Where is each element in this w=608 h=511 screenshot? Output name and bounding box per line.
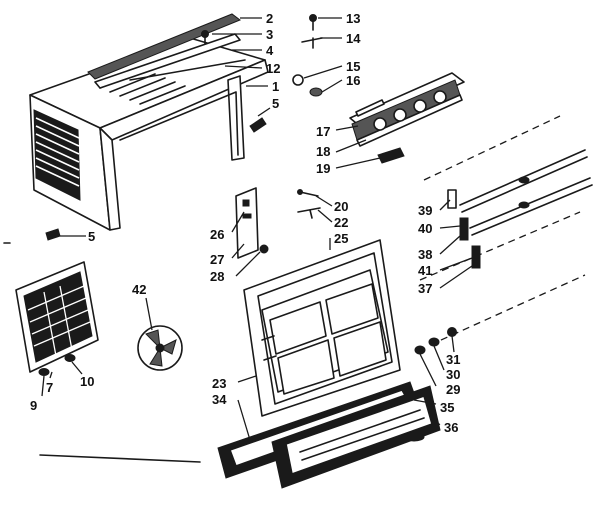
- control-panel: [349, 72, 465, 147]
- callout-29: 29: [446, 382, 460, 397]
- callout-2: 2: [266, 11, 273, 26]
- callout-12: 12: [266, 61, 280, 76]
- clip-39: [447, 189, 457, 209]
- callout-1: 1: [272, 79, 279, 94]
- louver-rods: [459, 149, 593, 236]
- callout-7: 7: [46, 380, 53, 395]
- screw-5-bottom: [45, 228, 61, 241]
- callout-18: 18: [316, 144, 330, 159]
- callout-23: 23: [212, 376, 226, 391]
- callout-20: 20: [334, 199, 348, 214]
- callout-19: 19: [316, 161, 330, 176]
- top-rail: [87, 13, 246, 89]
- callout-30: 30: [446, 367, 460, 382]
- fan-blade: [137, 325, 183, 371]
- spring-22: [297, 207, 321, 219]
- knob-29: [414, 345, 426, 355]
- leader-lines: [41, 17, 473, 441]
- callout-42: 42: [132, 282, 146, 297]
- base-lines: [3, 242, 201, 463]
- callout-38: 38: [418, 247, 432, 262]
- screw-20: [297, 189, 319, 197]
- bracket-19: [377, 147, 405, 164]
- callout-labels: 2 3 4 12 1 5 5 13 14 15 16 17 18 19 20 2…: [30, 11, 460, 435]
- bracket-26: [235, 187, 259, 259]
- callout-9: 9: [30, 398, 37, 413]
- cabinet-louvers: [33, 109, 81, 201]
- callout-16: 16: [346, 73, 360, 88]
- screw-5-right: [249, 117, 267, 133]
- callout-26: 26: [210, 227, 224, 242]
- clip-36: [403, 432, 425, 442]
- callout-15: 15: [346, 59, 360, 74]
- clip-15: [292, 74, 304, 86]
- callout-28: 28: [210, 269, 224, 284]
- callout-13: 13: [346, 11, 360, 26]
- knob-13: [309, 14, 317, 31]
- callout-37: 37: [418, 281, 432, 296]
- screw-3: [201, 30, 209, 45]
- callout-35: 35: [440, 400, 454, 415]
- callout-17: 17: [316, 124, 330, 139]
- callout-39: 39: [418, 203, 432, 218]
- spring-40: [459, 217, 469, 241]
- callout-31: 31: [446, 352, 460, 367]
- clip-16: [309, 87, 323, 97]
- callout-5-bottom: 5: [88, 229, 95, 244]
- knob-30: [428, 337, 440, 347]
- callout-25: 25: [334, 231, 348, 246]
- shaft-14: [301, 37, 323, 49]
- callout-27: 27: [210, 252, 224, 267]
- spring-41: [471, 245, 481, 269]
- callout-40: 40: [418, 221, 432, 236]
- front-frame: [243, 239, 401, 417]
- filter-panel: [15, 261, 99, 376]
- callout-22: 22: [334, 215, 348, 230]
- callout-14: 14: [346, 31, 361, 46]
- front-grille-35: [271, 385, 441, 489]
- callout-3: 3: [266, 27, 273, 42]
- callout-10: 10: [80, 374, 94, 389]
- callout-36: 36: [444, 420, 458, 435]
- screw-28: [259, 244, 269, 254]
- knob-31: [447, 327, 457, 337]
- callout-5-right: 5: [272, 96, 279, 111]
- guide-lines: [419, 115, 586, 346]
- callout-41: 41: [418, 263, 432, 278]
- callout-4: 4: [266, 43, 274, 58]
- callout-34: 34: [212, 392, 227, 407]
